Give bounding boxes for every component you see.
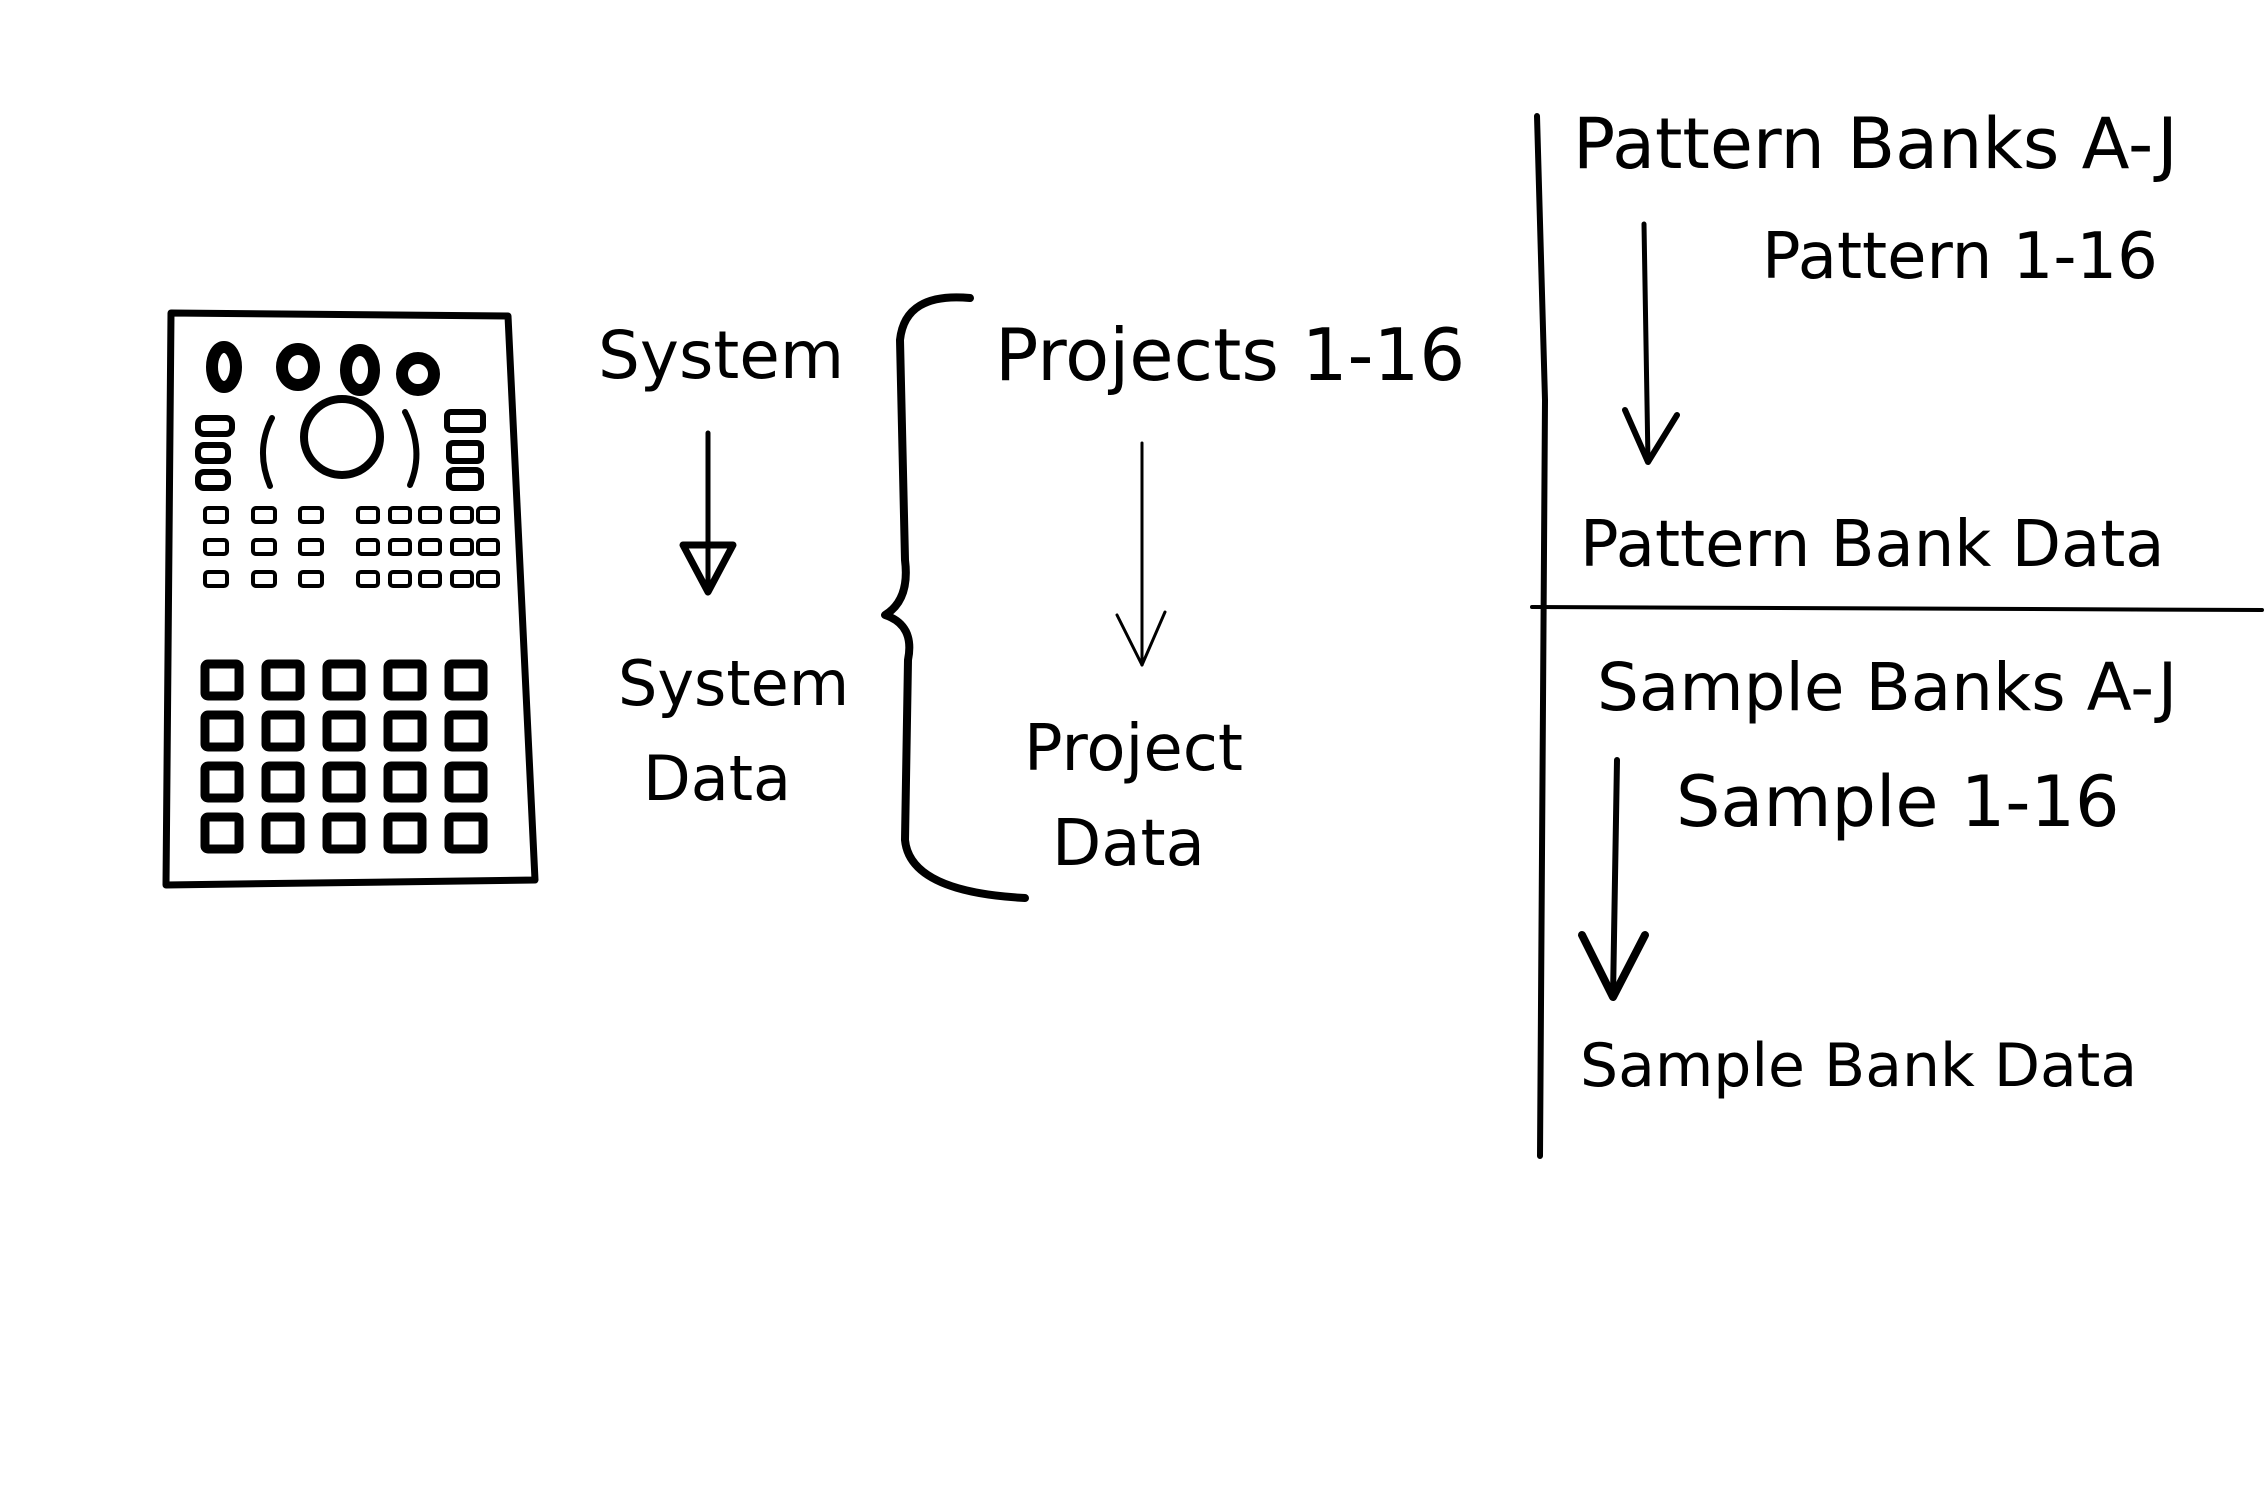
function-button bbox=[251, 538, 277, 556]
arrow-projects bbox=[1115, 441, 1167, 667]
function-button bbox=[388, 538, 412, 556]
function-button bbox=[450, 506, 474, 524]
pad bbox=[444, 710, 488, 752]
function-button bbox=[476, 538, 500, 556]
system-data-label-line1: System bbox=[618, 647, 849, 720]
pad bbox=[200, 659, 244, 701]
pad-grid bbox=[200, 659, 488, 854]
function-buttons bbox=[203, 506, 500, 588]
pad bbox=[444, 812, 488, 854]
function-button bbox=[388, 570, 412, 588]
pad bbox=[200, 710, 244, 752]
function-button bbox=[251, 506, 277, 524]
pad bbox=[261, 710, 305, 752]
pad bbox=[261, 812, 305, 854]
knob-row bbox=[206, 341, 440, 396]
function-button bbox=[476, 570, 500, 588]
pad bbox=[200, 812, 244, 854]
function-button bbox=[203, 570, 229, 588]
pattern-banks-label: Pattern Banks A-J bbox=[1573, 103, 2178, 185]
arrow-samples bbox=[1578, 757, 1649, 1001]
side-buttons bbox=[195, 409, 486, 491]
pad bbox=[383, 710, 427, 752]
horizontal-divider bbox=[1530, 605, 2264, 612]
function-button bbox=[356, 506, 380, 524]
pattern-range-label: Pattern 1-16 bbox=[1762, 220, 2158, 294]
jog-wheel bbox=[259, 395, 420, 489]
pad bbox=[322, 761, 366, 803]
system-data-label-line2: Data bbox=[643, 742, 791, 815]
function-button bbox=[418, 538, 442, 556]
pad bbox=[383, 659, 427, 701]
sample-banks-label: Sample Banks A-J bbox=[1597, 649, 2177, 726]
function-button bbox=[251, 570, 277, 588]
project-data-label-line2: Data bbox=[1052, 807, 1205, 881]
pad bbox=[322, 812, 366, 854]
function-button bbox=[388, 506, 412, 524]
curly-brace bbox=[881, 293, 1029, 902]
function-button bbox=[203, 506, 229, 524]
pad bbox=[444, 761, 488, 803]
function-button bbox=[298, 506, 324, 524]
pattern-bank-data-label: Pattern Bank Data bbox=[1580, 508, 2165, 582]
projects-label: Projects 1-16 bbox=[995, 313, 1465, 397]
pad bbox=[322, 659, 366, 701]
pad bbox=[261, 659, 305, 701]
pad bbox=[261, 761, 305, 803]
pad bbox=[322, 710, 366, 752]
function-button bbox=[298, 538, 324, 556]
sample-range-label: Sample 1-16 bbox=[1676, 761, 2120, 843]
function-button bbox=[450, 570, 474, 588]
function-button bbox=[356, 570, 380, 588]
function-button bbox=[298, 570, 324, 588]
system-label: System bbox=[598, 317, 844, 394]
function-button bbox=[418, 570, 442, 588]
arrow-system bbox=[679, 430, 737, 596]
pad bbox=[383, 761, 427, 803]
pad bbox=[200, 761, 244, 803]
function-button bbox=[203, 538, 229, 556]
project-data-label-line1: Project bbox=[1024, 712, 1243, 786]
pad bbox=[383, 812, 427, 854]
device-sketch bbox=[162, 309, 539, 889]
function-button bbox=[450, 538, 474, 556]
vertical-divider bbox=[1534, 113, 1548, 1159]
function-button bbox=[476, 506, 500, 524]
pad bbox=[444, 659, 488, 701]
arrow-patterns bbox=[1622, 221, 1680, 465]
function-button bbox=[356, 538, 380, 556]
sample-bank-data-label: Sample Bank Data bbox=[1580, 1031, 2137, 1101]
function-button bbox=[418, 506, 442, 524]
